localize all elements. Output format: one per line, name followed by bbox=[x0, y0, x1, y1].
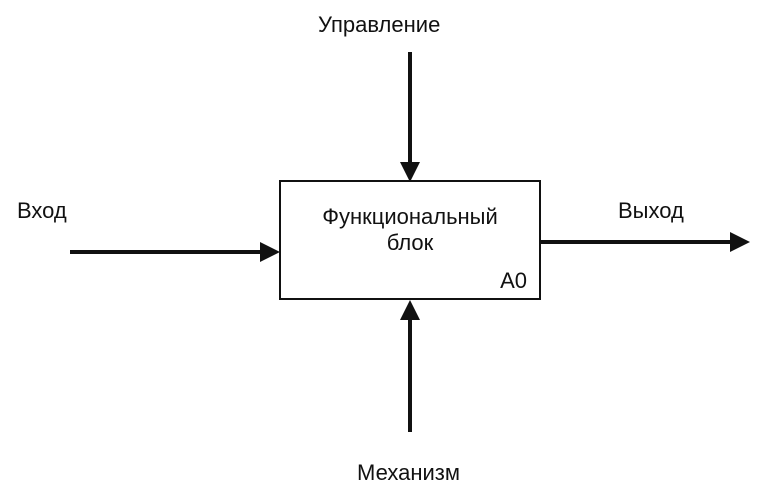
output-arrow bbox=[541, 232, 750, 252]
input-label: Вход bbox=[17, 198, 67, 223]
control-arrow bbox=[400, 52, 420, 182]
mechanism-arrow bbox=[400, 300, 420, 432]
function-block-title: Функциональный блок bbox=[281, 204, 539, 256]
control-label: Управление bbox=[318, 12, 441, 37]
function-block-title-line1: Функциональный bbox=[322, 204, 498, 229]
function-block-id: A0 bbox=[500, 268, 527, 293]
output-label: Выход bbox=[618, 198, 684, 223]
function-block: Функциональный блок A0 bbox=[279, 180, 541, 300]
input-arrow bbox=[70, 242, 280, 262]
mechanism-label: Механизм bbox=[357, 460, 460, 485]
function-block-title-line2: блок bbox=[386, 230, 434, 255]
